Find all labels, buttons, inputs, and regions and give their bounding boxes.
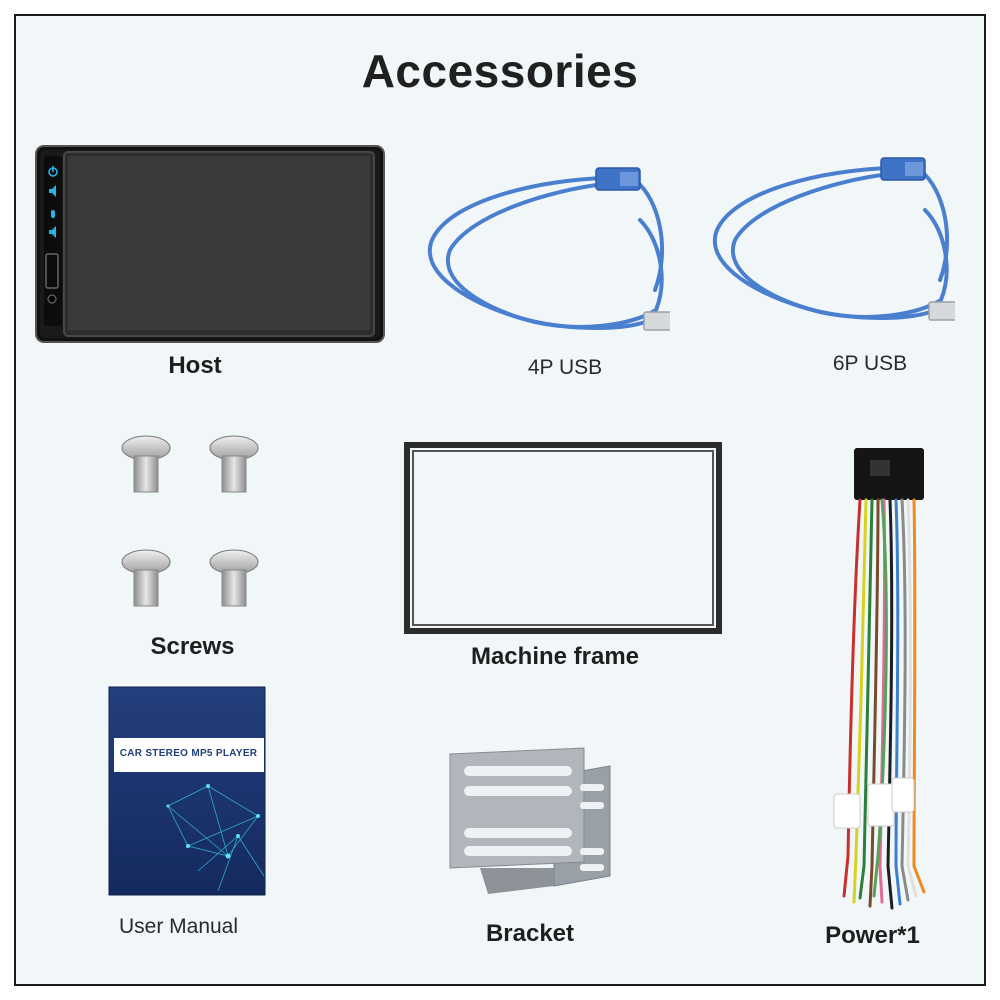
screws-image xyxy=(112,428,272,613)
screw-1 xyxy=(121,435,171,493)
power-harness-image xyxy=(820,446,940,912)
machine-frame-image xyxy=(404,442,722,634)
bracket-label: Bracket xyxy=(485,920,575,947)
microphone-icon xyxy=(51,210,55,218)
host-label: Host xyxy=(168,352,222,379)
usb-4p-cable-image xyxy=(420,160,670,350)
volume-icon xyxy=(49,185,56,197)
usb-6p-label: 6P USB xyxy=(832,352,908,375)
power-icon xyxy=(48,166,58,177)
usb-6p-cable-image xyxy=(705,150,955,340)
screw-4 xyxy=(209,549,259,607)
screws-label: Screws xyxy=(150,633,235,660)
screw-3 xyxy=(121,549,171,607)
power-label: Power*1 xyxy=(825,922,920,949)
user-manual-label: User Manual xyxy=(118,915,239,938)
page-title: Accessories xyxy=(361,45,639,97)
volume-down-icon xyxy=(49,226,56,238)
host-unit-image xyxy=(34,144,386,344)
machine-frame-label: Machine frame xyxy=(470,643,640,670)
bracket-image xyxy=(444,744,616,896)
usb-4p-label: 4P USB xyxy=(527,356,603,379)
user-manual-cover-title: CAR STEREO MP5 PLAYER xyxy=(119,748,258,759)
user-manual-image xyxy=(108,686,266,896)
screw-2 xyxy=(209,435,259,493)
